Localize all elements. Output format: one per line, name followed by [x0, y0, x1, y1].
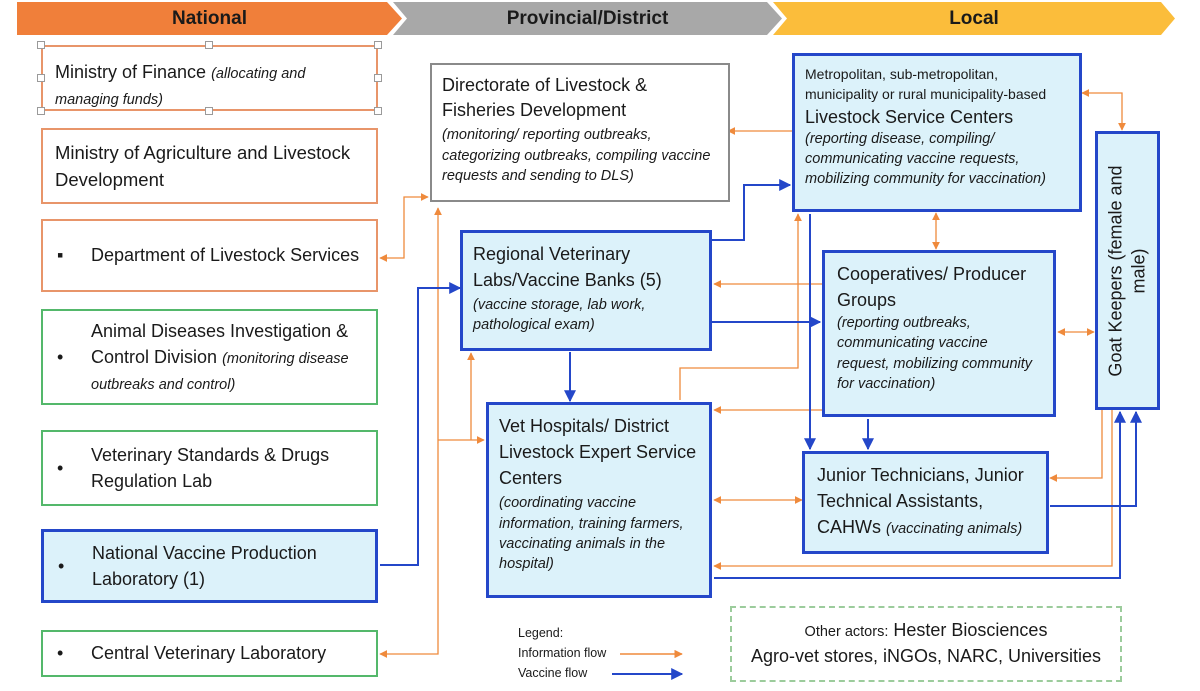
other-actors-prefix: Other actors:: [804, 624, 889, 640]
selection-handle-ml[interactable]: [37, 74, 45, 82]
provincial-band: [393, 2, 782, 35]
veterinary-standards-lab-title: Veterinary Standards & Drugs Regulation …: [91, 444, 330, 491]
selection-handle-mr[interactable]: [374, 74, 382, 82]
vaccine-vet-goat: [714, 410, 1126, 579]
livestock-service-centers-note: (reporting disease, compiling/ communica…: [805, 130, 1046, 188]
information-flow-lines: [379, 89, 1126, 658]
regional-veterinary-labs-note: (vaccine storage, lab work, pathological…: [473, 297, 646, 334]
central-veterinary-laboratory-box[interactable]: • Central Veterinary Laboratory: [41, 630, 378, 677]
central-veterinary-laboratory-title: Central Veterinary Laboratory: [91, 643, 327, 664]
legend: Legend: Information flow Vaccine flow: [516, 626, 706, 684]
junior-technicians-note: (vaccinating animals): [886, 521, 1023, 538]
local-header: Local: [773, 2, 1175, 35]
national-header-label: National: [172, 8, 247, 29]
selection-handle-tl[interactable]: [37, 41, 45, 49]
info-vet-lsc: [679, 213, 802, 400]
veterinary-standards-lab-box[interactable]: • Veterinary Standards & Drugs Regulatio…: [41, 430, 378, 506]
other-actors-line2: Agro-vet stores, iNGOs, NARC, Universiti…: [750, 646, 1102, 667]
cooperatives-box[interactable]: Cooperatives/ Producer Groups (reporting…: [822, 250, 1056, 417]
department-of-livestock-services-title: Department of Livestock Services: [91, 245, 360, 266]
vet-hospitals-note: (coordinating vaccine information, train…: [499, 495, 684, 573]
vaccine-jt-goat: [1050, 410, 1142, 507]
ministry-of-finance-note: (allocating and managing funds): [55, 66, 306, 109]
selection-handle-tr[interactable]: [374, 41, 382, 49]
other-actors-line1: Hester Biosciences: [893, 620, 1048, 640]
animal-diseases-division-box[interactable]: • Animal Diseases Investigation & Contro…: [41, 309, 378, 405]
vet-hospitals-box[interactable]: Vet Hospitals/ District Livestock Expert…: [486, 402, 712, 598]
selection-handle-bl[interactable]: [37, 107, 45, 115]
vet-hospitals-title: Vet Hospitals/ District Livestock Expert…: [499, 416, 697, 489]
local-band: [773, 2, 1175, 35]
junior-technicians-title: Junior Technicians, Junior Technical Ass…: [817, 465, 1024, 538]
national-band: [17, 2, 402, 35]
other-actors-box[interactable]: Other actors: Hester Biosciences Agro-ve…: [730, 606, 1122, 682]
directorate-title: Directorate of Livestock & Fisheries Dev…: [442, 75, 648, 121]
ministry-of-agriculture-box[interactable]: Ministry of Agriculture and Livestock De…: [41, 128, 378, 204]
directorate-note: (monitoring/ reporting outbreaks, catego…: [442, 127, 711, 184]
selection-handle-tm[interactable]: [205, 41, 213, 49]
bullet-dot: •: [58, 555, 65, 576]
legend-info-label: Information flow: [518, 646, 607, 660]
bullet-dot: •: [57, 457, 64, 478]
livestock-service-centers-pre: Metropolitan, sub-metropolitan, municipa…: [805, 66, 1047, 103]
provincial-header-label: Provincial/District: [506, 8, 669, 29]
livestock-service-centers-box[interactable]: Metropolitan, sub-metropolitan, municipa…: [792, 53, 1082, 212]
info-lsc-goat: [1081, 89, 1126, 131]
legend-title: Legend:: [518, 626, 564, 640]
goat-keepers-box[interactable]: Goat Keepers (female and male): [1095, 131, 1160, 410]
national-vaccine-production-lab-title: National Vaccine Production Laboratory (…: [92, 542, 317, 589]
national-header: National: [17, 2, 402, 35]
selection-handle-bm[interactable]: [205, 107, 213, 115]
directorate-box[interactable]: Directorate of Livestock & Fisheries Dev…: [430, 63, 730, 202]
legend-swatches: [612, 649, 684, 680]
livestock-service-centers-title: Livestock Service Centers: [805, 106, 1014, 127]
animal-diseases-division-title: Animal Diseases Investigation & Control …: [91, 320, 349, 367]
info-goat-vet: [713, 410, 1113, 570]
regional-veterinary-labs-box[interactable]: Regional Veterinary Labs/Vaccine Banks (…: [460, 230, 712, 351]
animal-diseases-division-note: (monitoring disease outbreaks and contro…: [91, 350, 349, 394]
bullet-square: ▪: [57, 245, 64, 266]
bullet-dot: •: [57, 643, 64, 664]
provincial-header: Provincial/District: [393, 2, 782, 35]
vaccine-nvpl-rvl: [380, 282, 462, 566]
bullet-dot: •: [57, 346, 64, 367]
goat-keepers-title: Goat Keepers (female and male): [1105, 164, 1149, 377]
junior-technicians-box[interactable]: Junior Technicians, Junior Technical Ass…: [802, 451, 1049, 554]
vaccine-rvl-lsc: [712, 179, 792, 241]
ministry-of-finance-box[interactable]: Ministry of Finance (allocating and mana…: [41, 45, 378, 111]
info-goat-jt: [1049, 410, 1103, 482]
national-vaccine-production-lab-box[interactable]: • National Vaccine Production Laboratory…: [41, 529, 378, 603]
legend-vaccine-label: Vaccine flow: [518, 666, 588, 680]
cooperatives-note: (reporting outbreaks, communicating vacc…: [837, 315, 1033, 393]
regional-veterinary-labs-title: Regional Veterinary Labs/Vaccine Banks (…: [473, 244, 662, 291]
selection-handle-br[interactable]: [374, 107, 382, 115]
vaccine-flow-lines: [380, 179, 1142, 579]
info-dls-directorate: [379, 193, 429, 262]
local-header-label: Local: [949, 8, 999, 29]
department-of-livestock-services-box[interactable]: ▪ Department of Livestock Services: [41, 219, 378, 292]
info-cvl-directorate: [379, 207, 442, 658]
ministry-of-finance-title: Ministry of Finance: [55, 62, 207, 82]
ministry-of-agriculture-title: Ministry of Agriculture and Livestock De…: [55, 142, 351, 190]
cooperatives-title: Cooperatives/ Producer Groups: [837, 264, 1027, 311]
